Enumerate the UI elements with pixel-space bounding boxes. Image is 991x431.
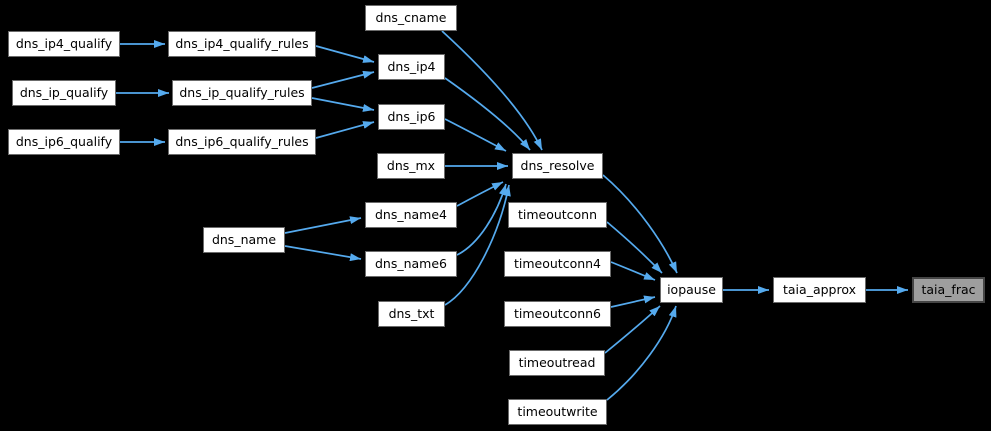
edge-timeoutwrite-to-iopause <box>606 305 677 401</box>
edge-dns_name6-to-dns_resolve <box>456 183 507 256</box>
edge-dns_name-to-dns_name6 <box>284 245 362 262</box>
node-timeoutread[interactable]: timeoutread <box>509 350 605 376</box>
node-taia_frac: taia_frac <box>912 277 985 303</box>
edge-dns_ip_qualify_rules-to-dns_ip6 <box>311 97 375 112</box>
node-dns_ip_qualify[interactable]: dns_ip_qualify <box>12 80 116 106</box>
node-dns_name6[interactable]: dns_name6 <box>365 251 457 277</box>
edge-dns_resolve-to-iopause <box>602 174 678 274</box>
edge-timeoutconn6-to-iopause <box>610 295 656 308</box>
edge-dns_name-to-dns_name4 <box>284 216 362 234</box>
node-timeoutconn6[interactable]: timeoutconn6 <box>504 301 611 327</box>
node-dns_ip6_qualify_rules[interactable]: dns_ip6_qualify_rules <box>168 129 316 155</box>
edge-dns_cname-to-dns_resolve <box>441 30 543 151</box>
node-dns_ip6[interactable]: dns_ip6 <box>378 104 445 130</box>
node-timeoutwrite[interactable]: timeoutwrite <box>508 399 607 425</box>
node-dns_ip_qualify_rules[interactable]: dns_ip_qualify_rules <box>172 80 312 106</box>
edge-timeoutconn4-to-iopause <box>610 261 656 281</box>
node-dns_name[interactable]: dns_name <box>203 227 285 253</box>
node-dns_name4[interactable]: dns_name4 <box>365 202 457 228</box>
node-dns_txt[interactable]: dns_txt <box>378 301 445 327</box>
edge-dns_ip4_qualify_rules-to-dns_ip4 <box>315 45 375 63</box>
edge-dns_ip4-to-dns_resolve <box>444 77 531 151</box>
node-timeoutconn[interactable]: timeoutconn <box>508 202 607 228</box>
node-dns_cname[interactable]: dns_cname <box>365 5 457 31</box>
edge-timeoutconn-to-iopause <box>606 221 663 274</box>
edge-dns_txt-to-dns_resolve <box>444 184 511 306</box>
node-dns_ip4[interactable]: dns_ip4 <box>378 54 445 80</box>
edge-timeoutread-to-iopause <box>604 305 661 354</box>
edge-dns_name4-to-dns_resolve <box>456 181 504 207</box>
node-dns_ip4_qualify[interactable]: dns_ip4_qualify <box>8 31 120 57</box>
node-timeoutconn4[interactable]: timeoutconn4 <box>504 251 611 277</box>
node-dns_mx[interactable]: dns_mx <box>377 153 445 179</box>
edge-dns_ip6_qualify_rules-to-dns_ip6 <box>315 121 375 139</box>
edge-dns_ip6-to-dns_resolve <box>444 118 507 152</box>
edge-dns_ip_qualify_rules-to-dns_ip4 <box>311 70 375 89</box>
node-dns_ip6_qualify[interactable]: dns_ip6_qualify <box>8 129 120 155</box>
node-iopause[interactable]: iopause <box>660 277 723 303</box>
node-taia_approx[interactable]: taia_approx <box>773 277 866 303</box>
node-dns_ip4_qualify_rules[interactable]: dns_ip4_qualify_rules <box>168 31 316 57</box>
node-dns_resolve[interactable]: dns_resolve <box>512 153 603 179</box>
